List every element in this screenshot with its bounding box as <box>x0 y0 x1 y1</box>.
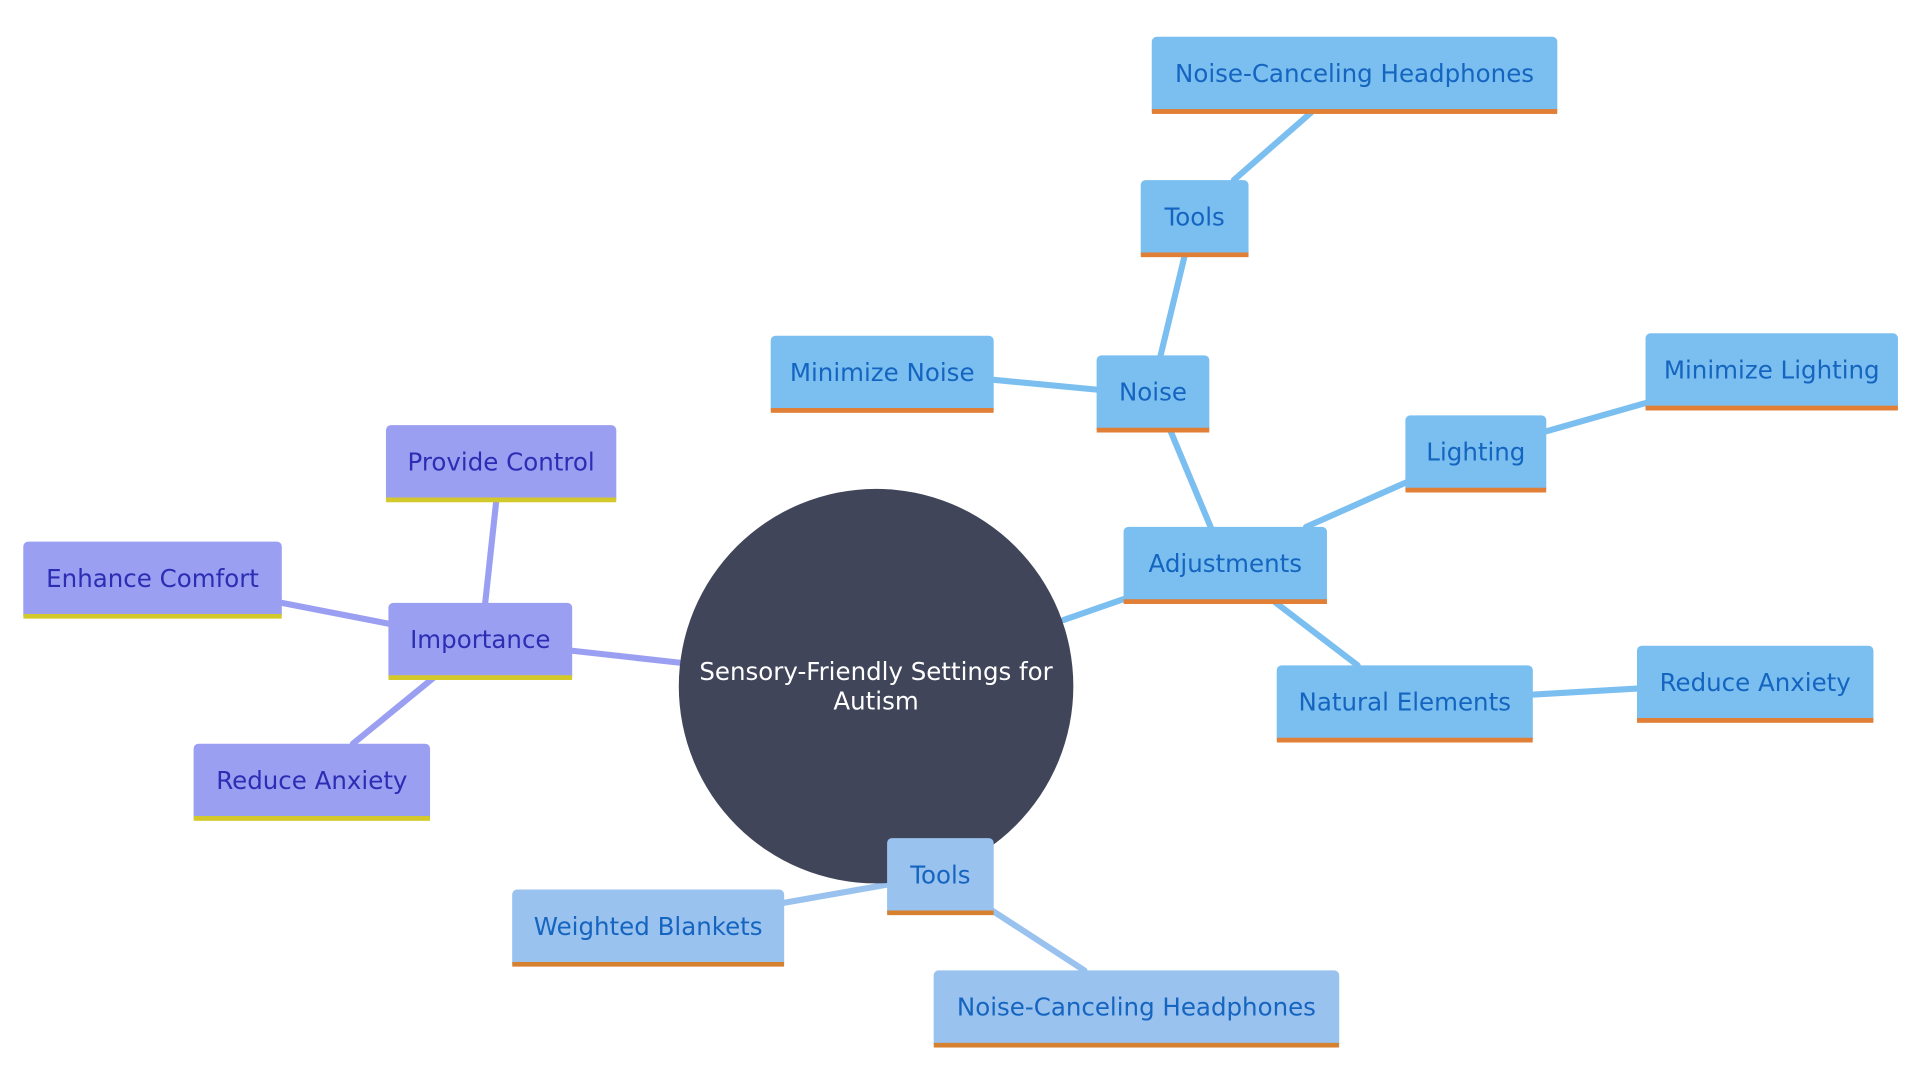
edge-importance-enhance-comfort <box>278 599 392 627</box>
node-provide-control-label: Provide Control <box>407 446 595 477</box>
edge-tools-headphones-top <box>1230 108 1316 184</box>
node-natural-elements[interactable]: Natural Elements <box>1276 665 1533 743</box>
node-importance[interactable]: Importance <box>388 602 573 681</box>
node-headphones-bottom[interactable]: Noise-Canceling Headphones <box>933 970 1340 1048</box>
node-noise-label: Noise <box>1118 376 1187 407</box>
node-natural-reduce-anxiety[interactable]: Reduce Anxiety <box>1636 645 1874 723</box>
node-noise-tools[interactable]: Tools <box>1140 180 1249 258</box>
root-node[interactable]: Sensory-Friendly Settings for Autism <box>678 488 1074 884</box>
edge-root-importance <box>567 647 685 666</box>
node-minimize-noise-label: Minimize Noise <box>789 357 975 387</box>
node-noise[interactable]: Noise <box>1096 355 1210 433</box>
node-natural-elements-label: Natural Elements <box>1298 686 1511 717</box>
node-enhance-comfort-label: Enhance Comfort <box>46 563 259 593</box>
node-tools[interactable]: Tools <box>887 838 994 916</box>
node-enhance-comfort[interactable]: Enhance Comfort <box>23 541 282 619</box>
node-lighting-label: Lighting <box>1426 436 1526 467</box>
root-label: Sensory-Friendly Settings for Autism <box>699 656 1053 716</box>
edge-adjustments-noise <box>1167 427 1214 530</box>
node-natural-reduce-anxiety-label: Reduce Anxiety <box>1659 667 1851 697</box>
edge-adjustments-natural <box>1271 598 1361 669</box>
edge-natural-reduce-anxiety <box>1528 685 1641 698</box>
node-headphones-top-label: Noise-Canceling Headphones <box>1174 58 1535 88</box>
edge-noise-minimize-noise <box>990 376 1100 393</box>
node-provide-control[interactable]: Provide Control <box>385 425 617 503</box>
node-headphones-top[interactable]: Noise-Canceling Headphones <box>1151 36 1558 114</box>
node-headphones-bottom-label: Noise-Canceling Headphones <box>956 991 1316 1022</box>
edge-importance-reduce-anxiety <box>349 674 437 747</box>
edge-adjustments-lighting <box>1303 479 1409 530</box>
node-tools-label: Tools <box>910 859 971 889</box>
node-minimize-lighting-label: Minimize Lighting <box>1663 354 1880 385</box>
edge-noise-tools <box>1157 251 1188 360</box>
node-weighted-blankets[interactable]: Weighted Blankets <box>512 889 785 967</box>
edge-tools-weighted-blankets <box>779 881 891 907</box>
node-importance-reduce-anxiety[interactable]: Reduce Anxiety <box>193 743 431 821</box>
node-noise-tools-label: Tools <box>1164 201 1225 231</box>
node-minimize-lighting[interactable]: Minimize Lighting <box>1645 333 1898 411</box>
edge-tools-headphones-bottom <box>986 906 1088 974</box>
edge-importance-provide-control <box>482 498 500 606</box>
node-minimize-noise[interactable]: Minimize Noise <box>770 335 994 413</box>
node-adjustments[interactable]: Adjustments <box>1123 526 1327 605</box>
node-lighting[interactable]: Lighting <box>1405 415 1547 493</box>
node-importance-reduce-anxiety-label: Reduce Anxiety <box>216 765 408 795</box>
node-weighted-blankets-label: Weighted Blankets <box>533 910 763 941</box>
edge-lighting-minimize-lighting <box>1543 400 1649 435</box>
edge-root-adjustments <box>1060 596 1127 624</box>
node-adjustments-label: Adjustments <box>1148 548 1303 578</box>
node-importance-label: Importance <box>410 624 551 654</box>
